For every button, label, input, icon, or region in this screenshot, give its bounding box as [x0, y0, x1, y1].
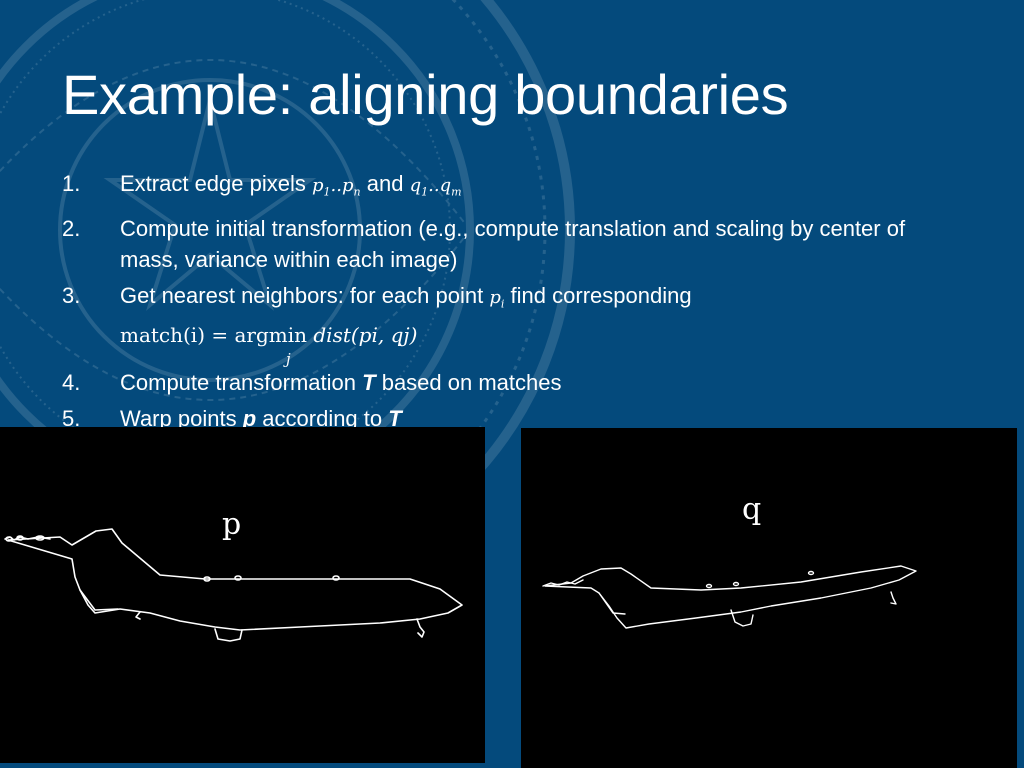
math-p-range: p1..pn	[312, 175, 361, 199]
step-text-and: and	[366, 171, 404, 196]
step-number: 4.	[62, 370, 81, 396]
match-formula: match(i) = argmin dist(pi, qj)j	[120, 322, 417, 368]
airplane-edge-q-icon	[542, 565, 917, 629]
math-p-i: pi	[489, 286, 505, 311]
edge-image-p: p	[0, 427, 485, 763]
step-list: 1. Extract edge pixels p1..pn and q1..qm…	[62, 168, 962, 439]
slide-title: Example: aligning boundaries	[62, 63, 789, 126]
argmin-subscript: j	[286, 350, 291, 369]
label-q: q	[742, 492, 762, 527]
step-text: Extract edge pixels	[120, 171, 306, 196]
bold-t: T	[362, 370, 376, 396]
bold-p: p	[242, 406, 257, 432]
step-text: Compute transformation	[120, 370, 356, 396]
step-item-1: 1. Extract edge pixels p1..pn and q1..qm	[62, 168, 962, 208]
step-item-3: 3. Get nearest neighbors: for each point…	[62, 280, 962, 369]
airplane-edge-p-icon	[4, 528, 463, 642]
step-number: 5.	[62, 406, 81, 432]
step-item-4: 4. Compute transformation T based on mat…	[62, 367, 962, 398]
step-number: 2.	[62, 215, 81, 241]
step-text-b: find corresponding	[510, 282, 692, 308]
step-item-2: 2. Compute initial transformation (e.g.,…	[62, 213, 962, 275]
label-p: p	[222, 507, 242, 542]
step-text-b: based on matches	[381, 370, 562, 396]
step-text: Get nearest neighbors: for each point	[120, 282, 484, 308]
math-q-range: q1..qm	[409, 175, 462, 199]
bold-t: T	[388, 406, 402, 432]
edge-image-q: q	[521, 428, 1017, 768]
step-text: Compute initial transformation (e.g., co…	[120, 215, 906, 272]
step-number: 1.	[62, 171, 81, 196]
step-number: 3.	[62, 282, 81, 308]
